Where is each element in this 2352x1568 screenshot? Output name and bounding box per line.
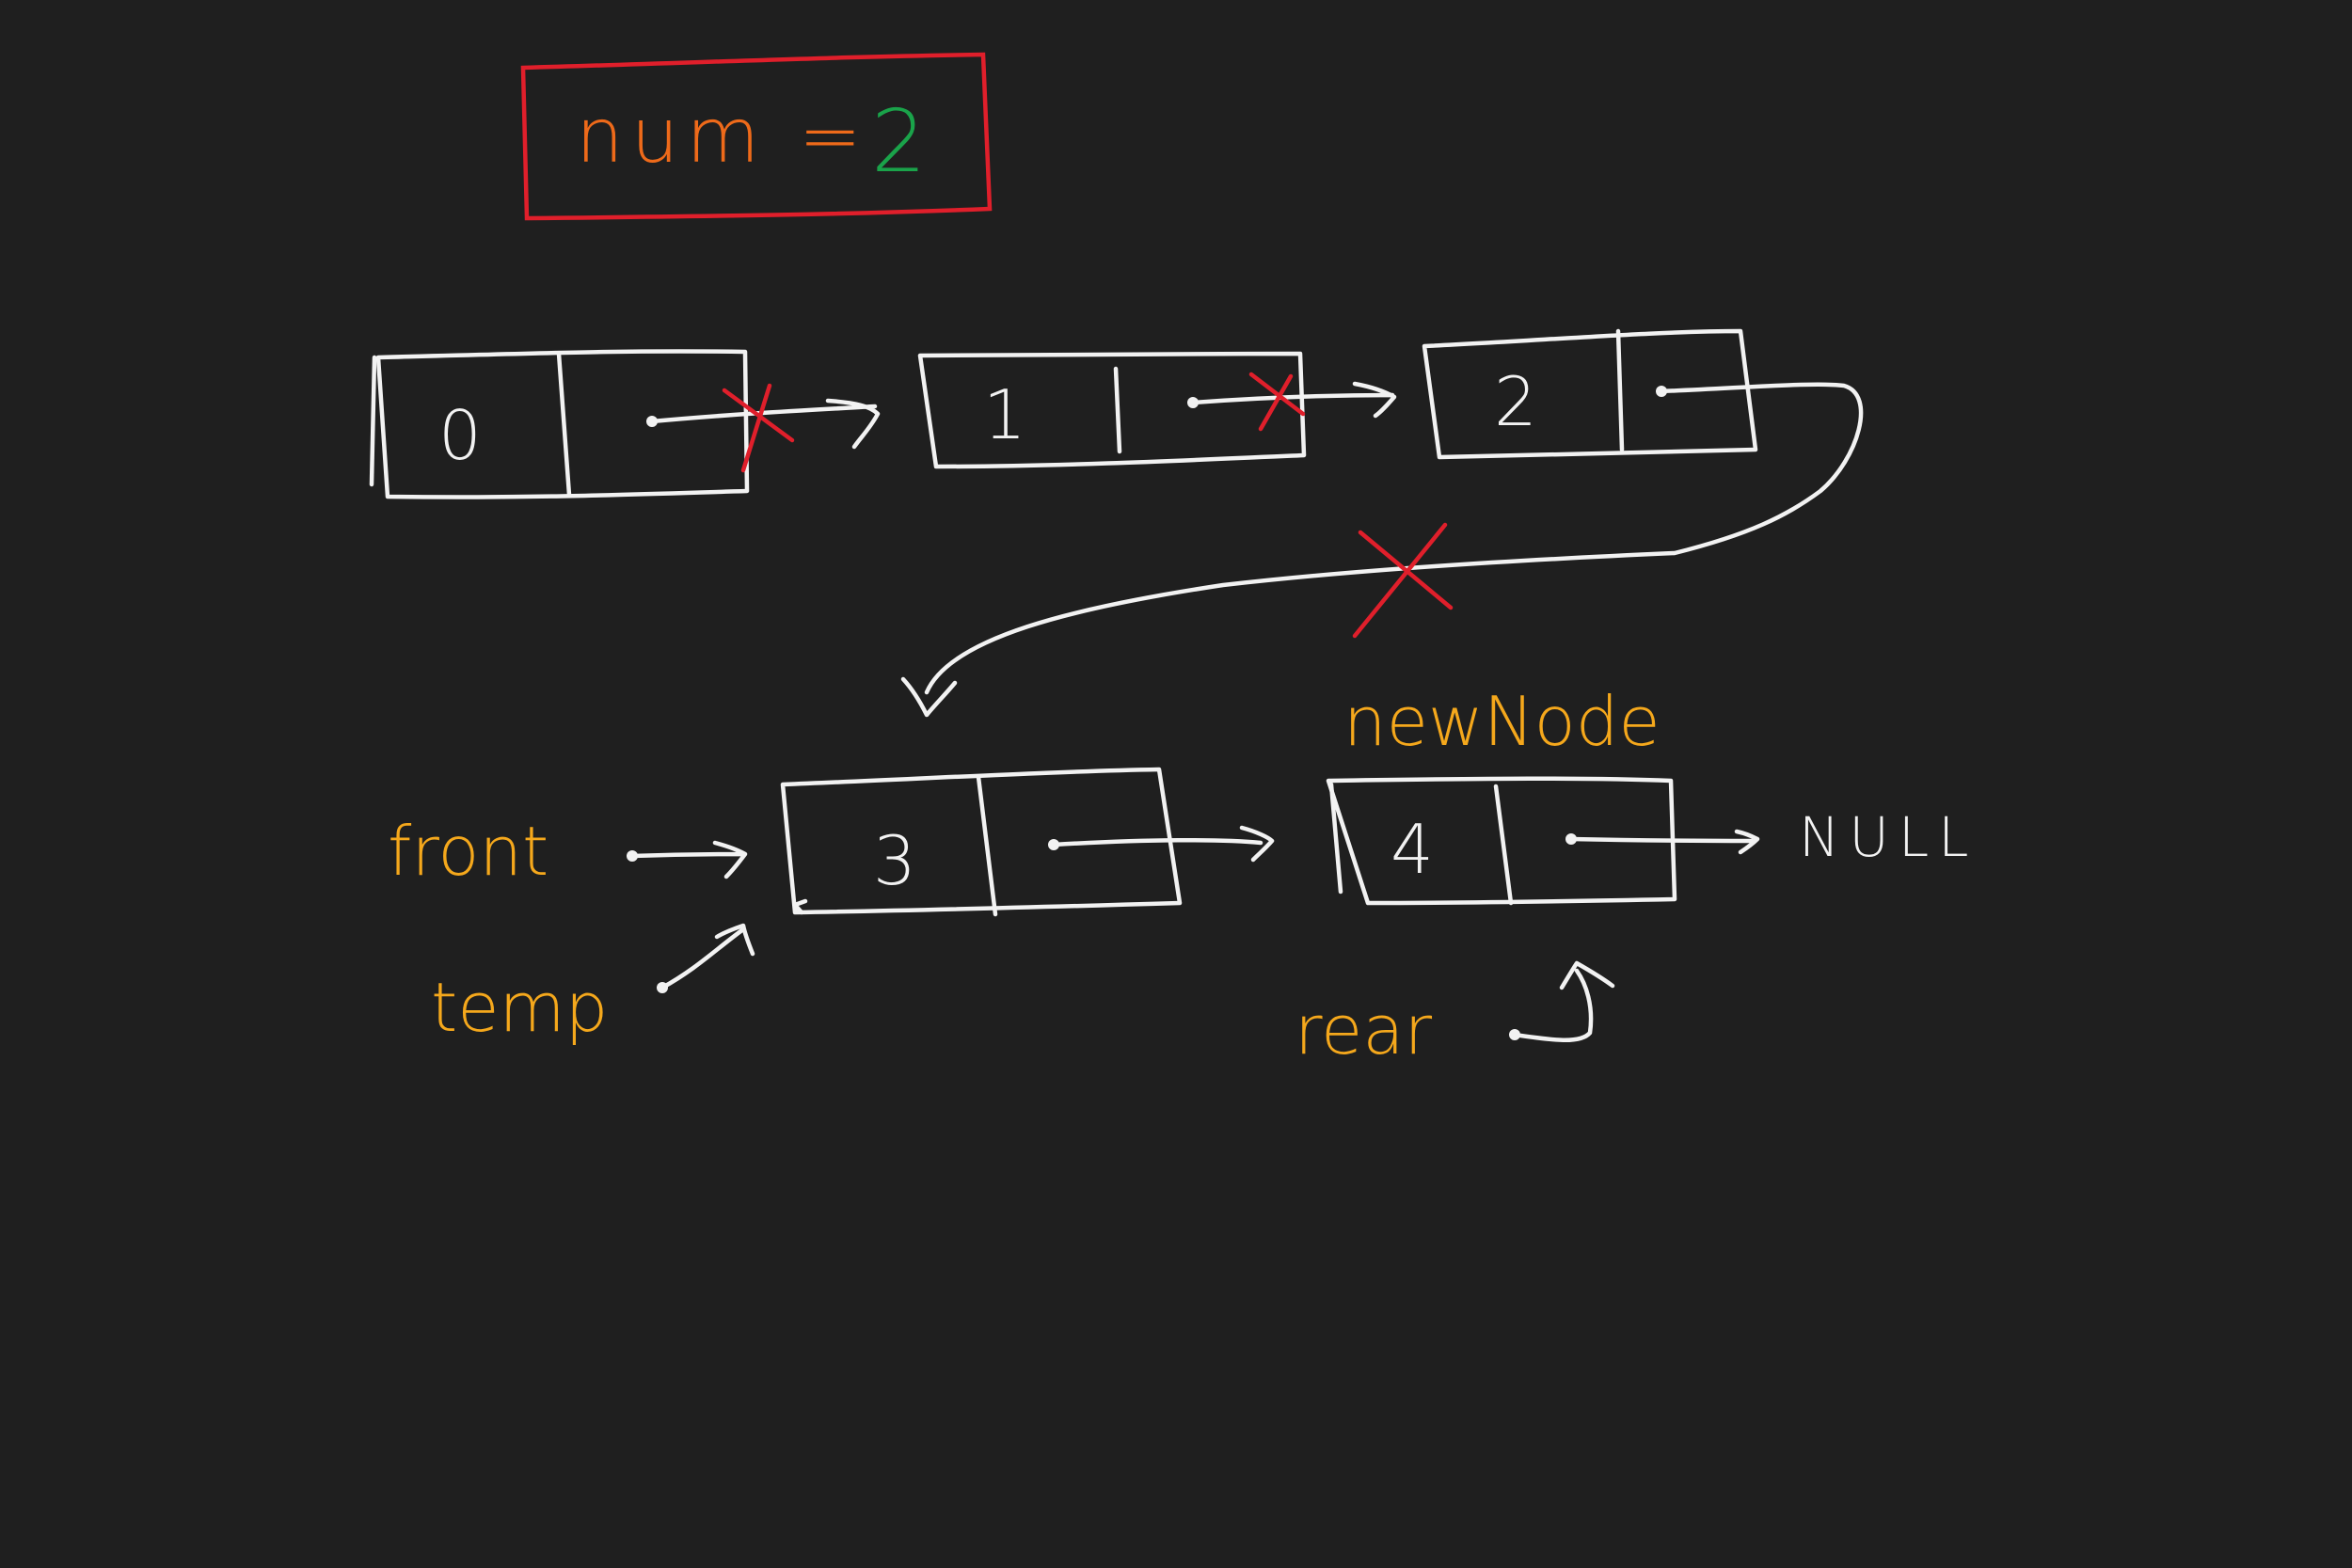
node-1: 1	[917, 351, 1397, 469]
node-2-value: 2	[1494, 362, 1537, 441]
node-2-divider	[1615, 328, 1625, 452]
node-1-box	[917, 351, 1307, 469]
node-3-box	[780, 767, 1183, 915]
node-1-next-arrow	[1190, 381, 1397, 419]
node-4-value: 4	[1391, 810, 1434, 889]
num-label: num =	[576, 92, 869, 180]
rear-label: rear	[1295, 990, 1432, 1069]
node-3-divider	[976, 774, 998, 917]
temp-arrow	[660, 923, 755, 990]
temp-label: temp	[431, 968, 608, 1047]
front-pointer: front	[388, 812, 748, 891]
num-value: 2	[871, 91, 927, 192]
num-counter: num = 2	[520, 52, 993, 221]
front-label: front	[388, 812, 548, 891]
node-2-link-strike	[1352, 522, 1454, 639]
rear-pointer: rear	[1295, 960, 1615, 1069]
node-4-next-arrow	[1568, 829, 1760, 855]
node-0-divider	[556, 351, 572, 498]
node-0-value: 0	[438, 396, 482, 475]
node-3-next-arrow	[1051, 825, 1275, 863]
new-node-label: newNode	[1343, 682, 1661, 761]
rear-arrow	[1512, 960, 1615, 1042]
node-0: 0	[369, 349, 881, 499]
num-counter-border	[520, 52, 993, 221]
front-arrow	[629, 840, 748, 879]
node-0-box	[375, 349, 750, 499]
node-2-box	[1422, 328, 1758, 460]
null-label: NULL	[1799, 805, 1978, 869]
node-2: 2	[900, 328, 1864, 718]
node-4: 4	[1326, 776, 1760, 906]
node-1-value: 1	[983, 375, 1026, 454]
node-0-link-strike	[722, 383, 795, 473]
node-2-next-arrow	[900, 382, 1864, 718]
node-3: 3	[780, 767, 1275, 917]
node-1-link-strike	[1248, 372, 1306, 432]
temp-pointer: temp	[431, 923, 755, 1047]
node-1-divider	[1113, 366, 1122, 454]
node-0-next-arrow	[649, 398, 881, 450]
node-4-divider	[1493, 784, 1514, 906]
node-3-value: 3	[873, 821, 916, 900]
